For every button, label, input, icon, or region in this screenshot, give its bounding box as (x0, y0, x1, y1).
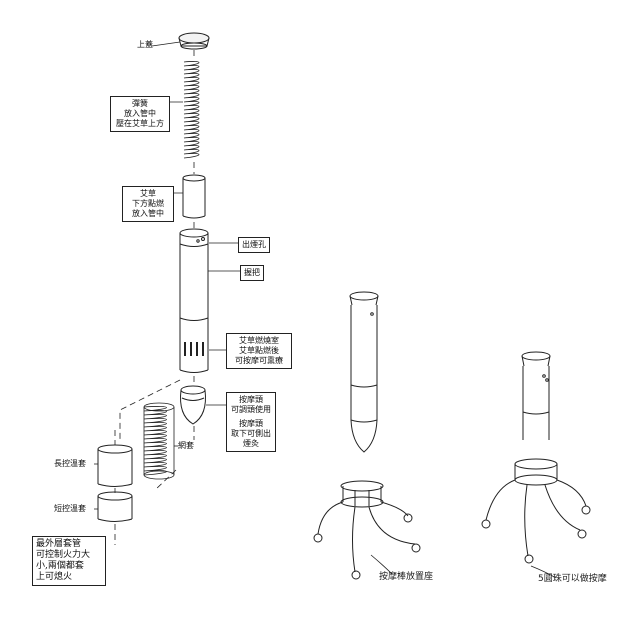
assembly-guide-lines (114, 50, 195, 545)
mesh-sleeve-drawing (143, 402, 175, 480)
smoke-hole-label-text: 出煙孔 (242, 240, 266, 249)
long-sleeve-label: 長控溫套 (54, 459, 86, 468)
short-sleeve-label: 短控溫套 (54, 504, 86, 513)
smoke-hole-label: 出煙孔 (238, 237, 270, 253)
spring-label-box: 彈簧 放入管中 壓在艾草上方 (110, 96, 170, 132)
top-cap-drawing (178, 32, 210, 50)
chamber-label-box: 艾草燃燒室 艾草點燃後 可按摩可熏療 (226, 333, 292, 369)
spring-drawing (183, 61, 200, 159)
wand-on-stand-drawing (481, 351, 591, 564)
handle-label-text: 握把 (244, 268, 260, 277)
short-sleeve-drawing (97, 491, 133, 522)
sleeve-note-line-1: 最外層套管 (36, 539, 82, 549)
mugwort-label-line-3: 放入管中 (132, 209, 164, 218)
caption-leaders (370, 554, 557, 579)
top-cap-label: 上蓋 (137, 40, 153, 49)
mugwort-label-line-2: 下方點燃 (132, 199, 164, 208)
balls-caption: 5圓珠可以做按摩 (538, 574, 607, 584)
mugwort-label-line-1: 艾草 (140, 189, 156, 198)
massage-head-label-line-3: 按摩頭 (239, 419, 263, 428)
mesh-sleeve-label: 網套 (178, 441, 194, 450)
massage-head-label-line-4: 取下可側出 (231, 429, 271, 438)
spring-label-line-2: 放入管中 (124, 109, 156, 118)
sleeve-note-line-2: 可控制火力大 (36, 550, 91, 560)
main-tube-drawing (179, 228, 209, 373)
leader-lines (94, 41, 240, 510)
stand-caption: 按摩棒放置座 (379, 572, 434, 582)
long-sleeve-drawing (97, 444, 133, 487)
assembled-wand-drawing (349, 291, 379, 453)
massage-head-label-line-1: 按摩頭 (239, 395, 263, 404)
sleeve-note-line-3: 小,兩個都套 (36, 561, 84, 571)
stand-drawing (313, 480, 421, 580)
massage-head-label-box: 按摩頭 可調頭使用 按摩頭 取下可側出 煙灸 (226, 392, 276, 452)
chamber-label-line-3: 可按摩可熏療 (235, 356, 283, 365)
spring-label-line-1: 彈簧 (132, 99, 148, 108)
handle-label: 握把 (240, 265, 264, 281)
spring-label-line-3: 壓在艾草上方 (116, 119, 164, 128)
massage-head-drawing (180, 385, 206, 425)
mugwort-label-box: 艾草 下方點燃 放入管中 (122, 186, 174, 222)
massage-head-label-line-2: 可調頭使用 (231, 405, 271, 414)
massage-head-label-line-5: 煙灸 (243, 439, 259, 448)
mugwort-stick-drawing (182, 174, 206, 219)
chamber-label-line-2: 艾草點燃後 (239, 346, 279, 355)
sleeve-note-line-4: 上可熄火 (36, 572, 73, 582)
sleeve-note-box: 最外層套管 可控制火力大 小,兩個都套 上可熄火 (32, 536, 106, 586)
chamber-label-line-1: 艾草燃燒室 (239, 336, 279, 345)
